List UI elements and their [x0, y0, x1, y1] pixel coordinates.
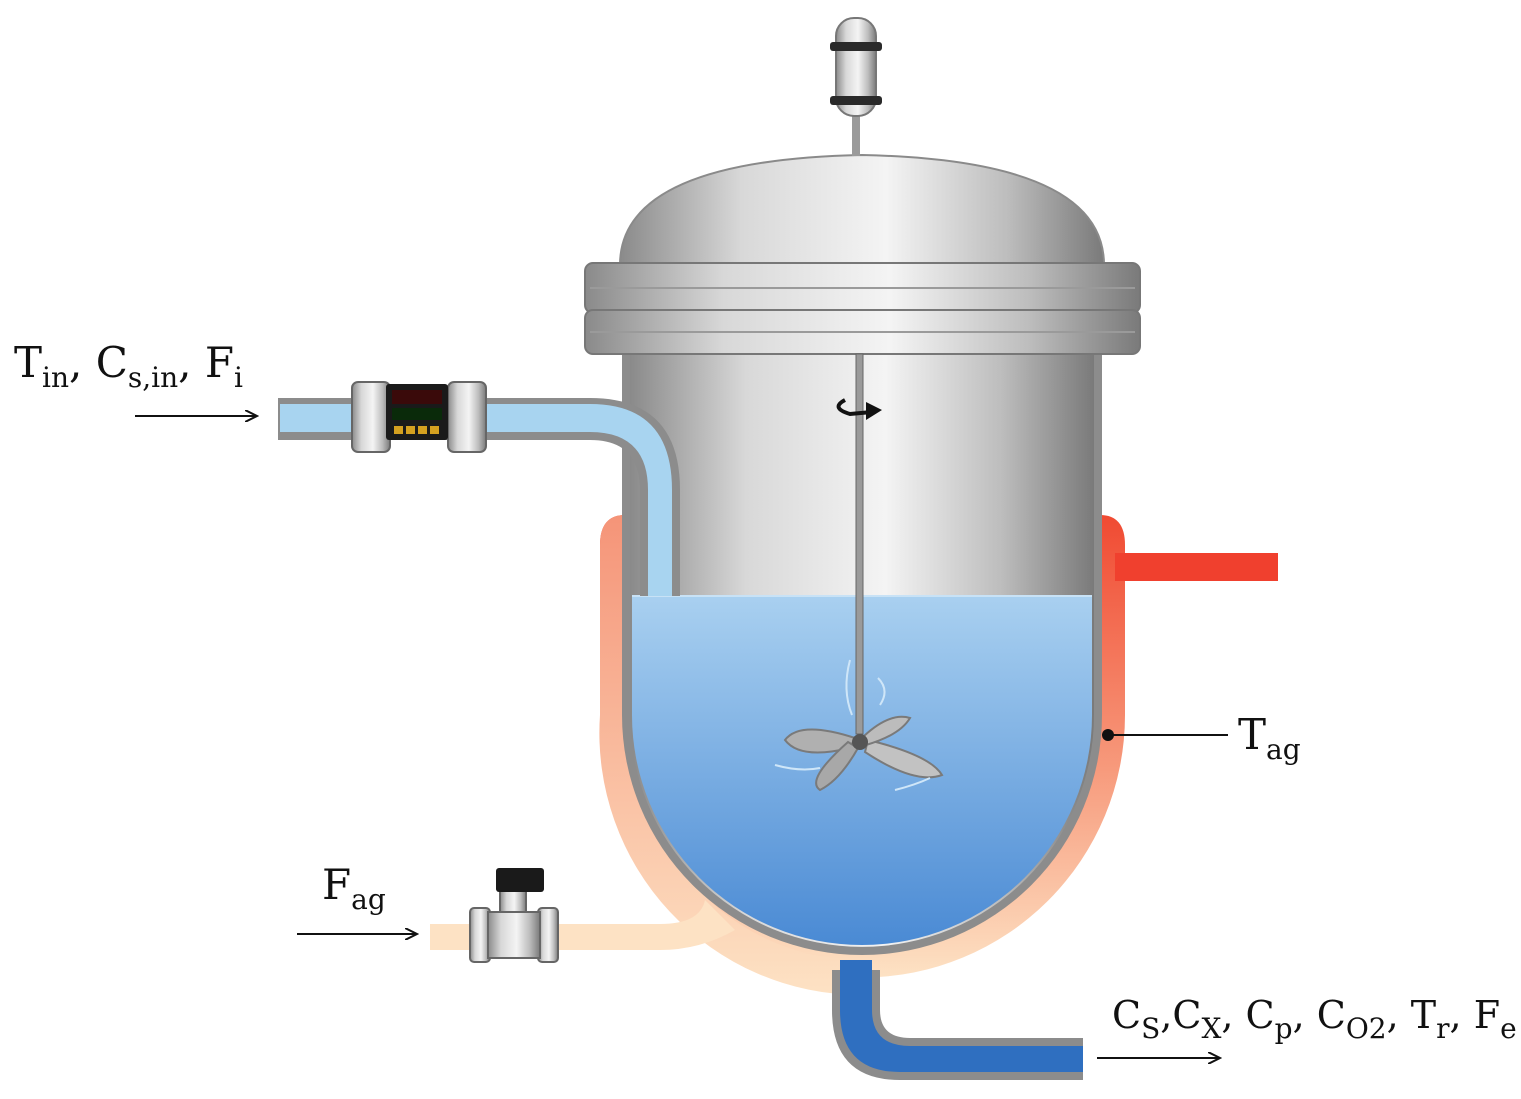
jacket-outlet-pipe	[1115, 553, 1278, 581]
solenoid-valve-icon	[469, 868, 559, 963]
jacket-flow-label: Fag	[322, 860, 386, 916]
motor-icon	[830, 17, 882, 156]
rotation-arrow-icon	[836, 398, 882, 420]
jacket-temp-sensor-dot	[1102, 729, 1114, 741]
jacket-temp-label: Tag	[1238, 710, 1301, 766]
impeller-icon	[774, 659, 944, 792]
agitator-shaft	[855, 353, 864, 735]
flow-meter-icon	[351, 381, 487, 453]
reactor-liquid	[632, 596, 1092, 945]
reactor-lid	[584, 153, 1141, 355]
outlet-label: CS,CX, Cp, CO2, Tr, Fe	[1112, 993, 1517, 1045]
inlet-label: Tin, Cs,in, Fi	[14, 338, 243, 394]
product-outlet-pipe	[832, 960, 1083, 1080]
